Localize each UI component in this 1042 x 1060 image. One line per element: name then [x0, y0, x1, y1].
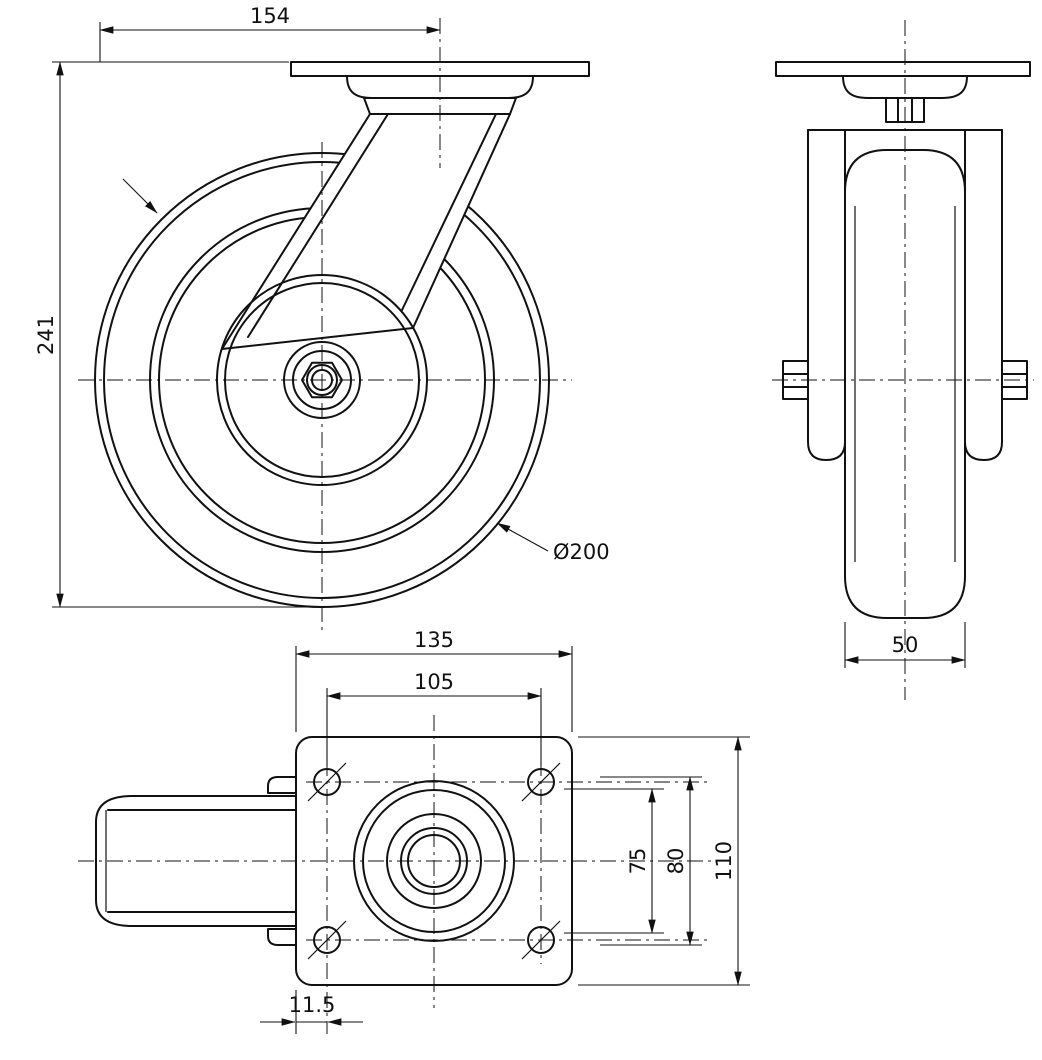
dimension-label: 110	[712, 841, 736, 881]
dimension-135: 135	[295, 628, 573, 732]
fork-leg-left	[807, 129, 846, 461]
dimension-label: 80	[664, 848, 688, 875]
fork-leg-inner-line	[247, 113, 389, 338]
dimension-label: 75	[626, 848, 650, 875]
wheel-top	[95, 795, 297, 927]
fork-tab-bottom	[267, 928, 296, 946]
wheel-top-outline	[95, 795, 297, 927]
dimension-80: 80	[600, 776, 702, 946]
tread-leader-arrow	[122, 178, 158, 214]
front-centerlines	[78, 18, 572, 632]
wheel-side-profile	[844, 149, 966, 619]
side-centerlines	[772, 20, 1034, 700]
dimension-label: 11.5	[289, 993, 336, 1017]
dimension-50: 50	[844, 622, 966, 668]
dimension-label: 154	[250, 4, 290, 28]
top-view: 135 105 75 80 110	[78, 628, 750, 1034]
leader-line	[496, 522, 549, 552]
top-plate-side	[775, 61, 1031, 77]
dimension-label: 50	[892, 633, 919, 657]
front-view: 154 241 Ø200	[34, 4, 610, 632]
swivel-fork-front	[221, 61, 590, 350]
dimension-110: 110	[578, 736, 750, 986]
side-view: 50	[772, 20, 1034, 700]
dimension-wheel-diameter: Ø200	[496, 522, 610, 564]
dimension-154: 154	[99, 4, 441, 62]
dimension-label: 241	[34, 315, 58, 355]
dimension-label: Ø200	[553, 540, 610, 564]
dimension-label: 105	[414, 670, 454, 694]
fork-leg-inner-line	[401, 113, 497, 311]
fork-tab-top	[267, 776, 296, 794]
top-centerlines	[78, 715, 712, 1034]
dimension-11-5: 11.5	[260, 990, 363, 1034]
dimension-label: 135	[414, 628, 454, 652]
fork-leg-right	[964, 129, 1003, 461]
dimension-75: 75	[564, 788, 664, 934]
dimension-241: 241	[34, 61, 318, 608]
dimension-105: 105	[326, 670, 542, 766]
swivel-head-side	[775, 61, 1031, 123]
